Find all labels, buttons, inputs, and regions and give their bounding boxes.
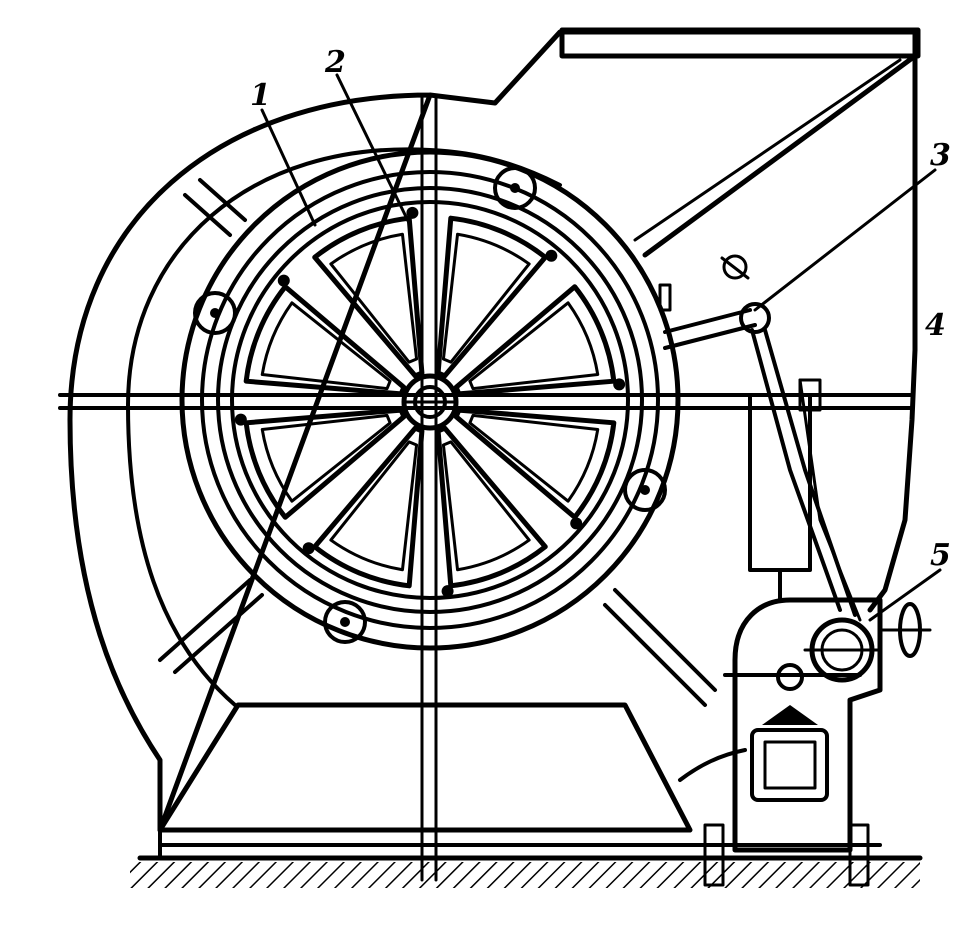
callout-1: 1 — [250, 78, 271, 113]
rotor-blade-6 — [312, 215, 425, 379]
rotor-blade-7 — [435, 215, 548, 379]
drum-outer-ring — [179, 149, 681, 651]
roller-left — [193, 291, 237, 335]
anchor-bolt-right — [848, 823, 870, 887]
drum-ring-3 — [216, 186, 644, 614]
rib-lr — [613, 588, 717, 692]
foundation-block — [157, 702, 693, 833]
roller-right-axle — [640, 485, 650, 495]
housing-outer-contour — [67, 29, 918, 833]
roller-top-axle — [510, 183, 520, 193]
gearbox-window-inner — [763, 740, 817, 790]
rotor-blade-inner-7 — [441, 232, 531, 364]
rotor-blade-8 — [453, 284, 617, 397]
pusher-arm — [663, 308, 757, 350]
fitting-icon — [722, 254, 748, 280]
blade-clamp-6 — [406, 206, 419, 219]
support-rollers — [193, 166, 667, 644]
roller-right — [623, 468, 667, 512]
ground — [130, 855, 923, 888]
roller-top — [493, 166, 537, 210]
drive-mechanism — [658, 254, 932, 887]
blade-clamp-3 — [302, 542, 315, 555]
rotor-blade-inner-8 — [468, 301, 600, 391]
rib-ll — [158, 578, 252, 662]
blade-clamp-1 — [570, 517, 583, 530]
column-cap — [798, 378, 822, 412]
rotor-blade-1 — [453, 407, 617, 520]
ground-hatching — [130, 862, 920, 888]
callout-3: 3 — [930, 138, 951, 173]
roller-left-axle — [210, 308, 220, 318]
drive-column — [748, 393, 812, 572]
foundation — [157, 702, 747, 860]
rotor-blade-2 — [435, 425, 548, 589]
foundation-curve — [678, 748, 747, 782]
roller-bottom-axle — [340, 617, 350, 627]
arm-bracket — [658, 283, 672, 312]
callout-2: 2 — [324, 45, 346, 80]
drum — [179, 149, 681, 651]
rotor-blade-inner-5 — [260, 301, 392, 391]
rotor-blade-inner-1 — [468, 413, 600, 503]
rotor-blade-inner-4 — [260, 413, 392, 503]
blade-clamp-7 — [545, 249, 558, 262]
rotor-blade-inner-2 — [441, 440, 531, 572]
blade-clamp-2 — [441, 585, 454, 598]
arm-pivot — [739, 302, 771, 334]
connecting-rod-3 — [798, 378, 862, 622]
gearbox-housing — [732, 597, 883, 853]
blade-clamp-5 — [277, 274, 290, 287]
connecting-rod-1 — [750, 328, 842, 612]
leader-1 — [260, 108, 317, 227]
rotor-blade-5 — [243, 284, 407, 397]
gearbox-window — [750, 728, 829, 802]
rib-ul-2 — [183, 193, 232, 237]
callout-leaders — [260, 73, 942, 622]
gearbox-wedge — [762, 705, 818, 725]
callout-5: 5 — [930, 538, 951, 573]
gearbox-shaft — [776, 663, 804, 691]
fitting-mark — [720, 256, 750, 280]
leader-2 — [335, 73, 412, 227]
rotor-blade-inner-3 — [329, 440, 419, 572]
roller-bottom — [323, 600, 367, 644]
chute-wall-1 — [642, 53, 918, 258]
drum-ring-4 — [230, 200, 630, 600]
callout-labels: 1 2 3 4 5 — [250, 45, 951, 573]
blade-clamp-4 — [234, 413, 247, 426]
chute-wall-2 — [633, 58, 902, 242]
rotor-blades — [234, 206, 626, 598]
rib-ul — [198, 178, 247, 222]
blade-clamp-8 — [613, 378, 626, 391]
rotor-blade-4 — [243, 407, 407, 520]
rib-lr-2 — [603, 603, 707, 707]
anchor-bolt-left — [703, 823, 725, 887]
leader-3 — [753, 168, 937, 312]
leader-5 — [868, 568, 942, 622]
top-chute-flange — [559, 27, 921, 59]
rotor-blade-inner-6 — [329, 232, 419, 364]
callout-4: 4 — [925, 308, 946, 343]
drum-ring-2 — [200, 170, 660, 630]
rotor-blade-3 — [312, 425, 425, 589]
rib-ll-2 — [173, 593, 264, 674]
